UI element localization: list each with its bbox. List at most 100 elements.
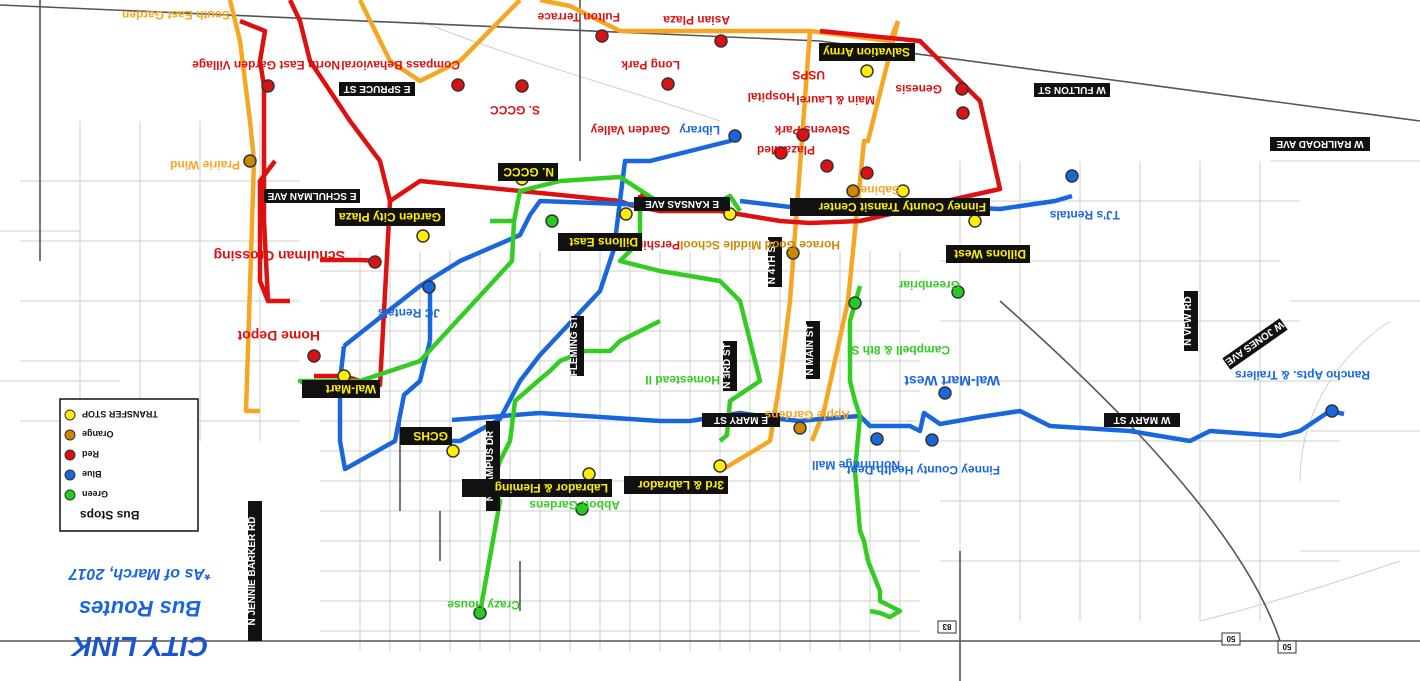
stop-label: Asian Plaza: [663, 13, 730, 27]
stop-markers: [243, 29, 1339, 620]
street-label: W MARY ST: [1114, 414, 1171, 425]
blue-stop-marker: [728, 129, 742, 143]
legend-heading: Bus Stops: [80, 508, 140, 522]
stop-label: Long Park: [621, 58, 680, 72]
stop-label: Schulman Crossing: [214, 248, 345, 264]
stop-label: Hospital: [748, 90, 795, 104]
red-stop-marker: [820, 159, 834, 173]
street-label: E MARY ST: [714, 414, 768, 425]
legend-item: TRANSFER STOP: [82, 409, 158, 419]
red-stop-marker: [956, 106, 970, 120]
legend-item: Orange: [82, 429, 114, 439]
red-stop-marker: [796, 128, 810, 142]
map-subtitle: Bus Routes: [79, 596, 201, 621]
blue-stop-marker: [870, 432, 884, 446]
orange-stop-marker: [846, 184, 860, 198]
stop-label: Wal-Mart West: [904, 373, 1000, 389]
red-stop-marker: [860, 166, 874, 180]
green-stop-marker: [951, 285, 965, 299]
green-stop-marker: [545, 214, 559, 228]
highway-shield: 50: [1226, 634, 1235, 643]
green-stop-marker: [848, 296, 862, 310]
transfer-stop-marker: [860, 64, 874, 78]
transfer-stop-marker: [446, 444, 460, 458]
stop-label: Northridge Mall: [812, 458, 900, 472]
blue-stop-marker: [1065, 169, 1079, 183]
legend-item: Blue: [82, 469, 102, 479]
blue-stop-marker: [422, 280, 436, 294]
transfer-stop-label: Finney County Transit Center: [818, 200, 986, 214]
street-label: W JONES AVE: [1223, 319, 1286, 367]
red-stop-marker: [307, 349, 321, 363]
stop-label: Rancho Apts. & Trailers: [1235, 368, 1370, 382]
stop-label: Garden Valley: [590, 123, 670, 137]
transfer-stop-label: 3rd & Labrador: [638, 478, 724, 492]
stop-label: Genesis: [895, 82, 942, 96]
title-block: CITY LINK Bus Routes *As of March, 2017: [68, 565, 211, 662]
transfer-stop-marker: [896, 184, 910, 198]
street-label: N 4TH ST: [767, 240, 778, 284]
stop-label: Sabine: [860, 183, 900, 197]
street-label: N MAIN ST: [805, 324, 816, 375]
highway-shield: 83: [942, 622, 951, 631]
stop-label: Campbell & 8th St: [847, 343, 950, 357]
blue-stop-marker: [1325, 404, 1339, 418]
orange-stop-marker: [243, 154, 257, 168]
transfer-stop-label: N. GCCC: [503, 165, 554, 179]
stop-label: Homestead II: [645, 373, 720, 387]
street-label: W FULTON ST: [1038, 84, 1105, 95]
stop-label: Plaza Med: [757, 143, 815, 157]
transfer-stop-marker: [713, 459, 727, 473]
stop-label: South East Garden: [122, 8, 230, 22]
stop-label: Abbott Gardens: [529, 498, 620, 512]
transfer-stop-label: Wal-Mart: [326, 382, 376, 396]
transfer-stop-label: Labrador & Fleming: [495, 481, 608, 495]
transfer-stop-label: GCHS: [413, 429, 448, 443]
orange-stop-marker: [793, 421, 807, 435]
legend-item: Red: [82, 449, 99, 459]
stop-label: Main & Laurel: [796, 93, 875, 107]
street-label: E SPRUCE ST: [344, 83, 411, 94]
legend: Bus Stops Green Blue Red Orange TRANSFER…: [59, 398, 199, 532]
legend-item: Green: [82, 489, 108, 499]
green-stop-marker: [575, 502, 589, 516]
stop-label: Stevens Park: [774, 123, 850, 137]
red-stop-marker: [451, 78, 465, 92]
red-stop-marker: [774, 146, 788, 160]
red-stop-marker: [955, 82, 969, 96]
transfer-stop-label: Salvation Army: [823, 45, 910, 59]
stop-label: Greenbriar: [898, 278, 960, 292]
transfer-stop-label: Garden City Plaza: [339, 210, 441, 224]
stop-label: Finney County Health Dept.: [843, 463, 1000, 477]
stop-label: Prairie Wind: [170, 158, 240, 172]
transfer-stop-marker: [619, 207, 633, 221]
green-stop-marker: [473, 606, 487, 620]
stop-label: Library: [679, 123, 720, 137]
transfer-stop-marker: [416, 229, 430, 243]
stop-label: Crazy House: [447, 598, 520, 612]
stop-label: Home Depot: [237, 328, 320, 344]
map-title: CITY LINK: [70, 631, 208, 662]
blue-stop-marker: [925, 433, 939, 447]
stop-label: TJ's Rentals: [1049, 208, 1120, 222]
map-note: *As of March, 2017: [68, 565, 211, 582]
red-stop-marker: [661, 77, 675, 91]
street-label: N JENNIE BARKER RD: [247, 517, 258, 626]
stop-label: Fulton Terrace: [537, 10, 620, 24]
street-label: N CAMPUS DR: [485, 430, 496, 501]
red-stop-marker: [368, 255, 382, 269]
street-label: FLEMING ST: [569, 316, 580, 377]
street-label: N 3RD ST: [722, 343, 733, 389]
red-stop-marker: [515, 79, 529, 93]
orange-stop-marker: [786, 246, 800, 260]
transfer-stop-label: Dillons West: [954, 247, 1026, 261]
transfer-stop-label: Dillons East: [569, 235, 638, 249]
red-stop-marker: [714, 34, 728, 48]
stop-label: North East Garden Village: [192, 58, 340, 72]
transfer-stop-marker: [582, 467, 596, 481]
street-label: N VFW RD: [1183, 296, 1194, 345]
street-label: E KANSAS AVE: [645, 198, 719, 209]
street-labels: W FULTON ST W RAILROAD AVE E SPRUCE ST E…: [247, 82, 1370, 654]
